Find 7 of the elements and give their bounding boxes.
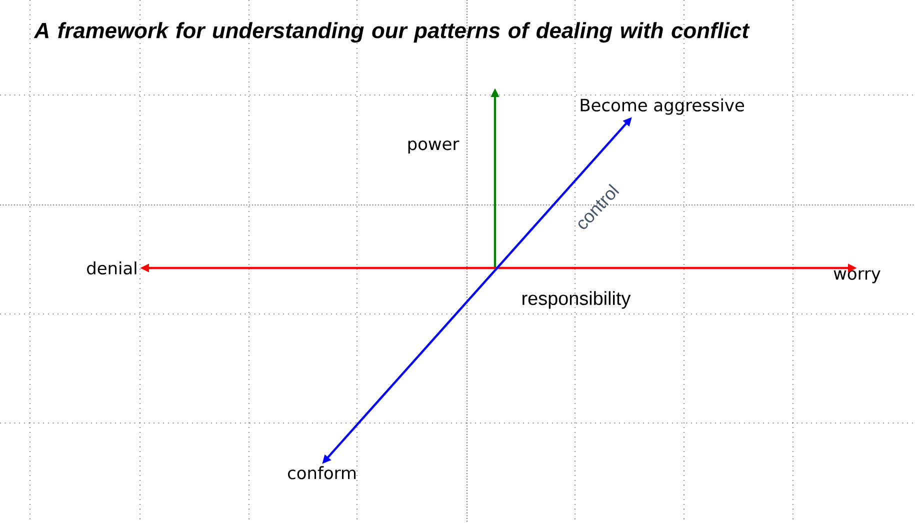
axis-label: worry xyxy=(834,270,880,284)
axis-label: power xyxy=(408,140,460,154)
title: A framework for understanding our patterns of dealing with conflict xyxy=(34,22,750,43)
axis-label: conform xyxy=(288,466,356,480)
axis-label: Become aggressive xyxy=(580,98,744,115)
axis-label: responsibility xyxy=(522,291,631,309)
axis-label: denial xyxy=(87,261,136,275)
